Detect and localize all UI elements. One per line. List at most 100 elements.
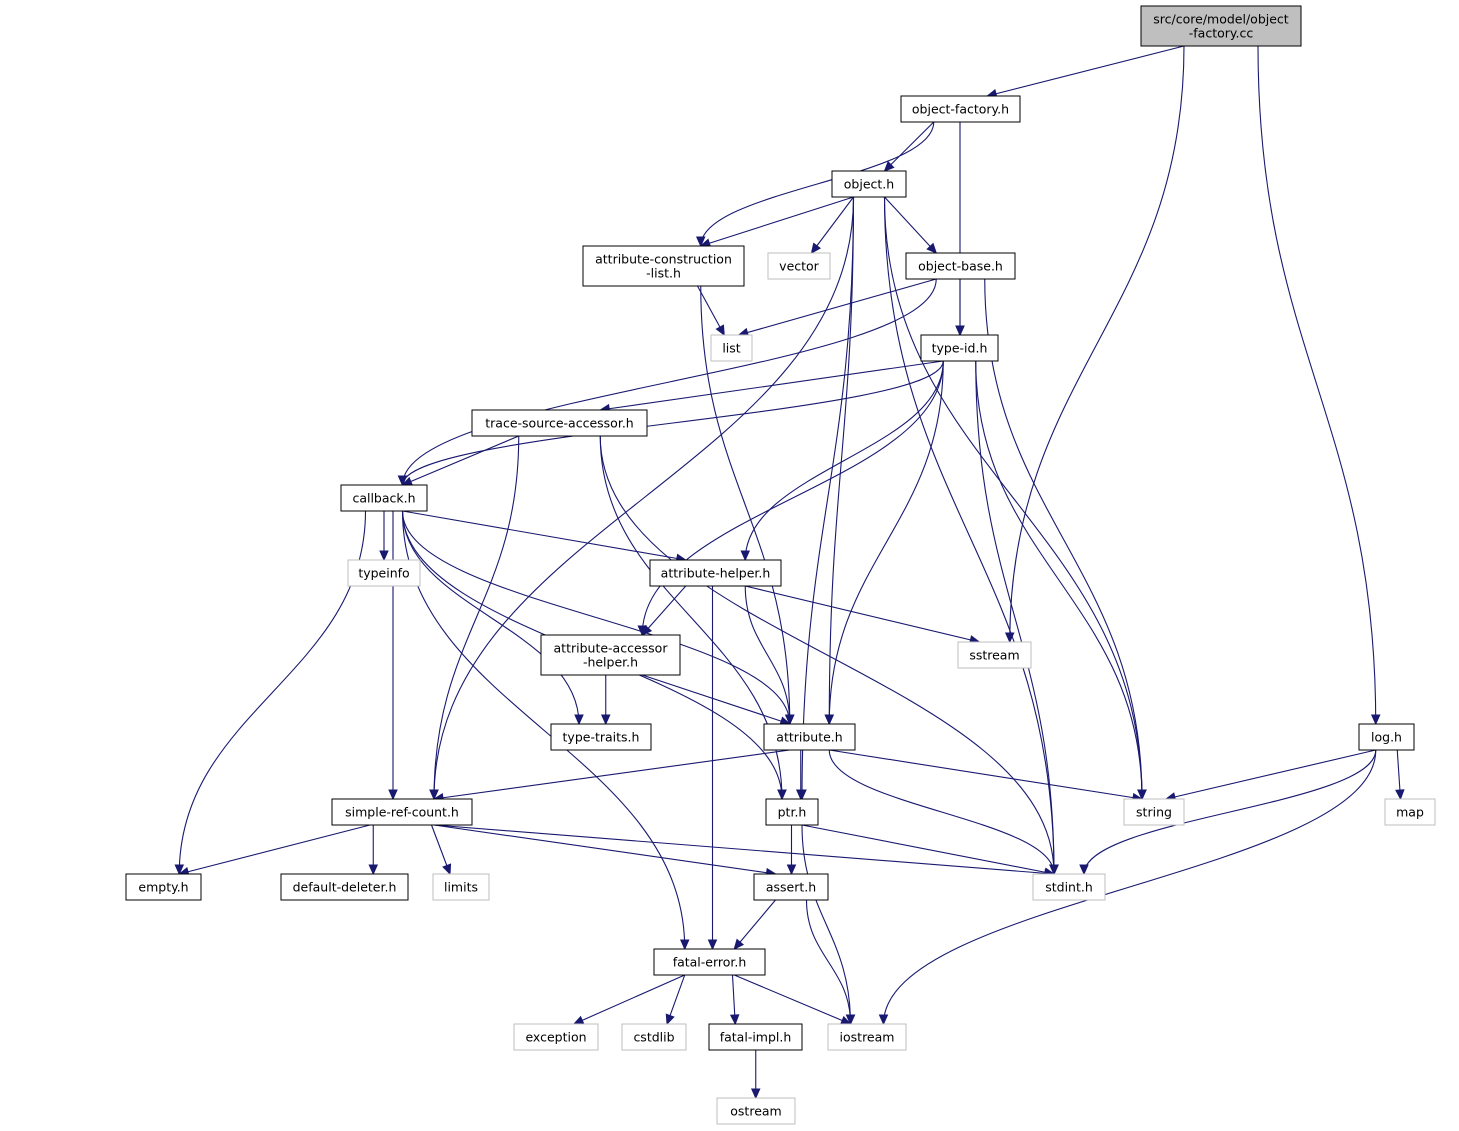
node-iostream: iostream	[827, 1023, 907, 1051]
edge-simple-ref-count-h-to-default-deleter-h	[368, 825, 379, 876]
edge-arrowhead	[795, 789, 806, 801]
node-default-deleter-h[interactable]: default-deleter.h	[280, 873, 409, 901]
edge-line	[744, 585, 791, 725]
node-attribute-helper-h[interactable]: attribute-helper.h	[649, 559, 782, 587]
edge-line	[599, 435, 1055, 875]
node-ptr-h[interactable]: ptr.h	[765, 798, 819, 826]
edge-arrowhead	[641, 624, 653, 636]
node-box	[767, 252, 831, 280]
node-object-base-h[interactable]: object-base.h	[905, 252, 1016, 280]
edge-attribute-helper-h-to-attribute-accessor-helper-h	[641, 585, 687, 636]
edge-line	[734, 974, 851, 1025]
edge-callback-h-to-attribute-h	[401, 510, 795, 726]
node-box	[1032, 873, 1106, 901]
edge-line	[828, 749, 1055, 875]
node-label: limits	[444, 880, 478, 895]
node-fatal-error-h[interactable]: fatal-error.h	[653, 948, 766, 976]
edge-arrowhead	[1079, 864, 1089, 876]
node-box	[513, 1023, 599, 1051]
edge-arrowhead	[715, 324, 725, 337]
node-label: ptr.h	[778, 805, 807, 820]
edge-root-to-sstream	[1004, 45, 1185, 644]
edge-arrowhead	[572, 1015, 585, 1025]
edge-line	[975, 360, 1055, 875]
edge-object-factory-h-to-attribute-construction-list-h	[695, 121, 935, 248]
node-label: simple-ref-count.h	[345, 805, 459, 820]
node-box	[1123, 798, 1185, 826]
edge-arrowhead	[379, 550, 389, 562]
node-label: object.h	[844, 177, 894, 192]
node-label: typeinfo	[358, 566, 409, 581]
edge-arrowhead	[1395, 789, 1405, 801]
edge-simple-ref-count-h-to-assert-h	[433, 824, 777, 878]
edge-arrowhead	[695, 236, 706, 248]
node-object-factory-h[interactable]: object-factory.h	[900, 95, 1021, 123]
edge-line	[805, 899, 852, 1025]
node-attribute-construction-list-h[interactable]: attribute-construction-list.h	[582, 245, 745, 287]
node-object-h[interactable]: object.h	[831, 170, 907, 198]
node-fatal-impl-h[interactable]: fatal-impl.h	[708, 1023, 803, 1051]
node-label: stdint.h	[1045, 880, 1093, 895]
node-attribute-accessor-helper-h[interactable]: attribute-accessor-helper.h	[540, 634, 681, 676]
node-callback-h[interactable]: callback.h	[340, 484, 428, 512]
node-label: exception	[525, 1030, 586, 1045]
edge-callback-h-to-simple-ref-count-h	[388, 511, 398, 801]
node-box	[649, 559, 782, 587]
edge-assert-h-to-fatal-error-h	[733, 899, 776, 950]
node-map: map	[1384, 798, 1436, 826]
edge-arrowhead	[955, 325, 965, 337]
node-root[interactable]: src/core/model/object-factory.cc	[1140, 5, 1302, 47]
node-label: attribute-construction	[595, 252, 732, 267]
node-simple-ref-count-h[interactable]: simple-ref-count.h	[331, 798, 473, 826]
node-empty-h[interactable]: empty.h	[125, 873, 202, 901]
edge-arrowhead	[1370, 714, 1381, 726]
edge-arrowhead	[740, 550, 751, 562]
edge-callback-h-to-type-traits-h	[401, 510, 584, 726]
edge-object-factory-h-to-object-h	[883, 121, 935, 172]
node-box	[540, 634, 681, 676]
node-attribute-h[interactable]: attribute.h	[763, 723, 856, 751]
edge-line	[883, 196, 1055, 875]
node-box	[827, 1023, 907, 1051]
edge-line	[401, 510, 580, 725]
node-typeinfo: typeinfo	[347, 559, 421, 587]
edge-trace-source-accessor-h-to-simple-ref-count-h	[429, 435, 520, 801]
edge-line	[884, 121, 935, 172]
edge-line	[1165, 749, 1376, 800]
node-trace-source-accessor-h[interactable]: trace-source-accessor.h	[471, 409, 648, 437]
node-label: fatal-error.h	[673, 955, 747, 970]
edge-arrowhead	[665, 1013, 675, 1026]
edge-arrowhead	[1137, 789, 1147, 801]
edge-line	[700, 121, 935, 247]
node-box	[763, 723, 856, 751]
edge-arrowhead	[574, 714, 584, 726]
edge-arrowhead	[397, 475, 408, 487]
edge-line	[641, 360, 944, 636]
node-box	[900, 95, 1021, 123]
node-label: default-deleter.h	[293, 880, 397, 895]
edge-arrowhead	[777, 789, 787, 801]
node-box	[471, 409, 648, 437]
edge-attribute-helper-h-to-sstream	[745, 585, 981, 645]
edge-line	[1083, 749, 1377, 875]
edge-line	[402, 435, 519, 486]
edge-log-h-to-stdint-h	[1079, 749, 1377, 876]
node-assert-h[interactable]: assert.h	[753, 873, 829, 901]
node-label: object-base.h	[918, 259, 1003, 274]
edge-line	[828, 360, 944, 725]
node-exception: exception	[513, 1023, 599, 1051]
node-label: empty.h	[138, 880, 188, 895]
node-type-id-h[interactable]: type-id.h	[920, 334, 999, 362]
edge-log-h-to-map	[1395, 749, 1405, 801]
node-log-h[interactable]: log.h	[1358, 723, 1415, 751]
node-box	[621, 1023, 687, 1051]
edge-attribute-helper-h-to-fatal-error-h	[707, 585, 718, 951]
edge-arrowhead	[733, 938, 745, 950]
edge-simple-ref-count-h-to-limits	[430, 824, 452, 876]
edge-attribute-h-to-ptr-h	[795, 750, 806, 801]
node-type-traits-h[interactable]: type-traits.h	[550, 723, 652, 751]
edge-attribute-helper-h-to-attribute-h	[744, 585, 795, 726]
edge-object-base-h-to-string	[984, 278, 1147, 801]
node-label: -factory.cc	[1189, 26, 1254, 41]
node-label: -helper.h	[583, 655, 638, 670]
